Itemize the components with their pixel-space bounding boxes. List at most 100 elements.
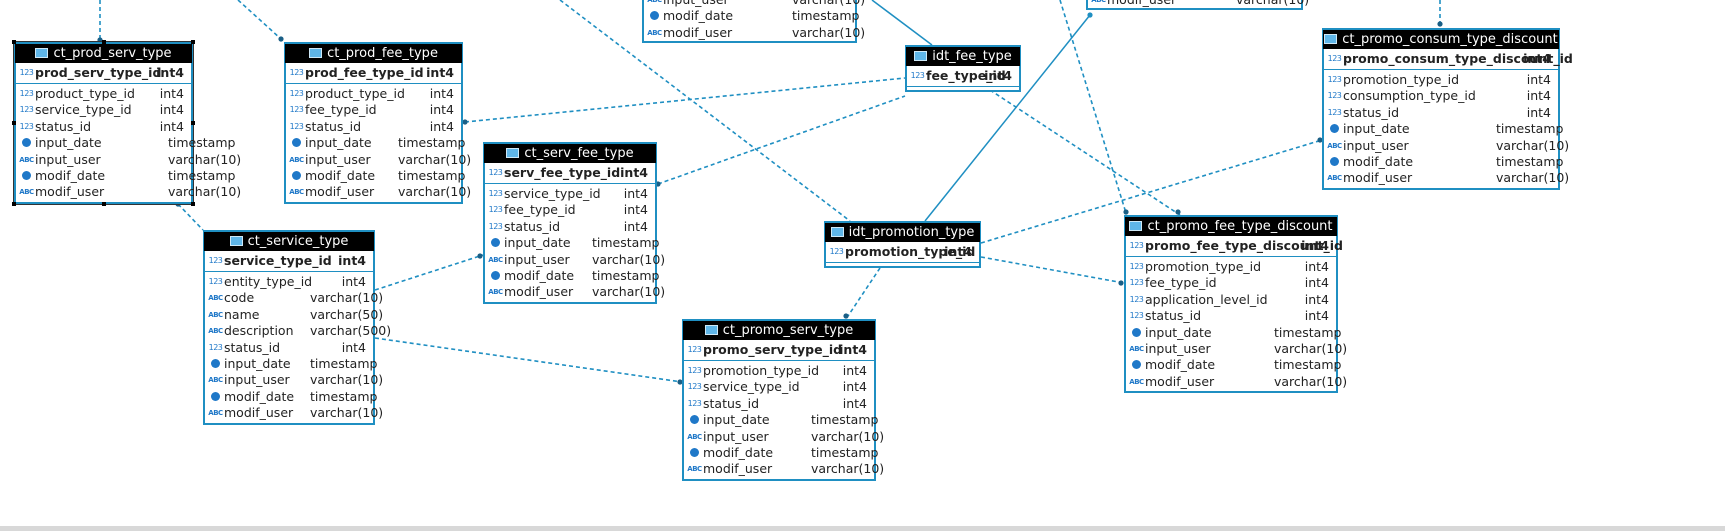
relationship-line-dashed[interactable] xyxy=(177,203,204,231)
relationship-line-dashed[interactable] xyxy=(559,0,851,222)
entity-header[interactable]: ct_promo_fee_type_discount xyxy=(1125,217,1337,236)
entity-header[interactable]: idt_fee_type xyxy=(906,47,1020,66)
selection-handle[interactable] xyxy=(12,40,16,44)
selection-handle[interactable] xyxy=(101,202,106,206)
entity-header[interactable]: ct_promo_consum_type_discount xyxy=(1323,30,1559,49)
relationship-line-dashed[interactable] xyxy=(374,337,683,383)
selection-handle[interactable] xyxy=(12,121,16,125)
relationship-line-solid[interactable] xyxy=(924,14,1091,222)
entity-header[interactable]: idt_promotion_type xyxy=(825,223,980,242)
entity-header[interactable]: ct_prod_fee_type xyxy=(285,44,462,63)
relationship-line-dashed[interactable] xyxy=(657,95,906,185)
selection-handle[interactable] xyxy=(12,202,16,206)
entity-header[interactable]: ct_serv_fee_type xyxy=(484,144,656,163)
relationship-line-dashed[interactable] xyxy=(1059,0,1127,214)
selection-handle[interactable] xyxy=(191,40,195,44)
relationship-line-dashed[interactable] xyxy=(374,254,484,291)
relationship-line-solid[interactable] xyxy=(871,0,933,46)
entity-header[interactable]: ct_promo_serv_type xyxy=(683,321,875,340)
relationship-line-dashed[interactable] xyxy=(845,267,881,320)
selection-handle[interactable] xyxy=(101,40,106,44)
selection-handle[interactable] xyxy=(191,202,195,206)
relationship-line-dashed[interactable] xyxy=(980,139,1323,244)
entity-header[interactable]: ct_service_type xyxy=(204,232,374,251)
selection-handle[interactable] xyxy=(191,121,195,125)
relationship-line-dashed[interactable] xyxy=(980,256,1125,284)
horizontal-scrollbar[interactable] xyxy=(0,526,1725,531)
relationship-line-dashed[interactable] xyxy=(464,77,906,123)
entity-fragment[interactable]: ABCinput_uservarchar(10)modif_datetimest… xyxy=(642,0,865,44)
